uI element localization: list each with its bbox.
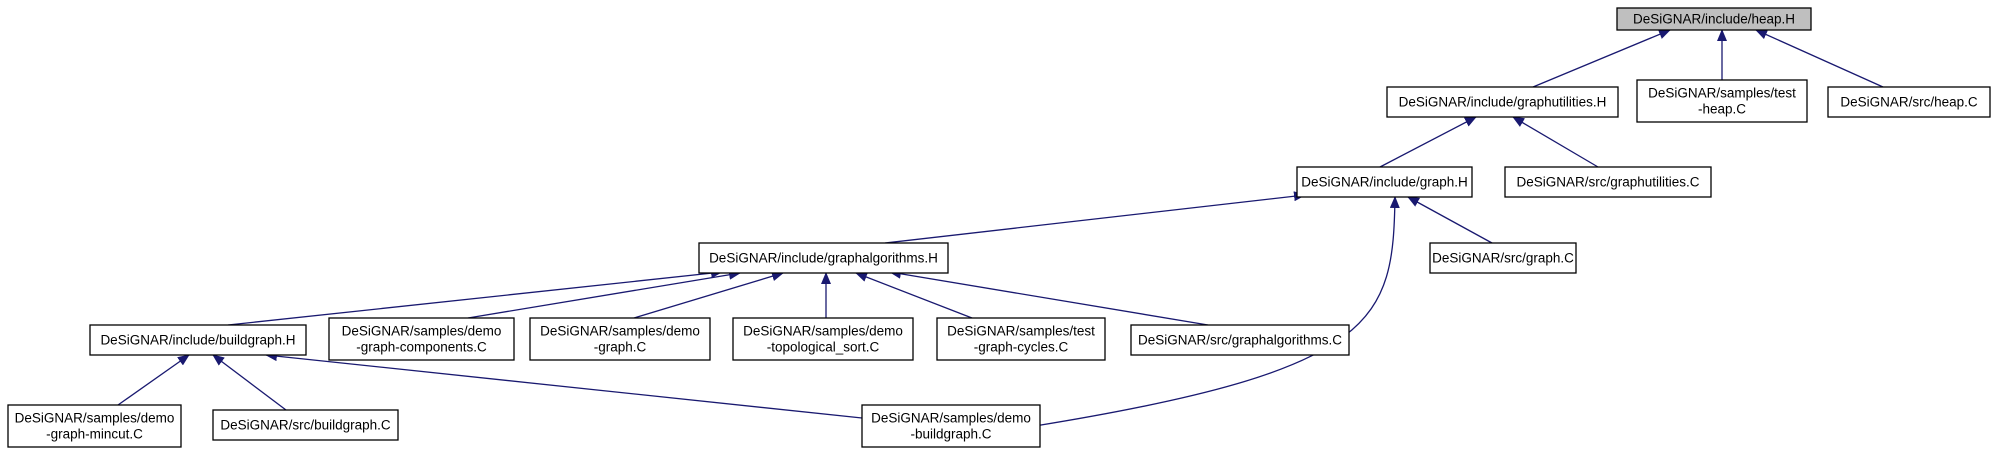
node-demo-topological-sort-c[interactable]: DeSiGNAR/samples/demo-topological_sort.C (732, 317, 914, 361)
edge-src_graph_c-to-graph_h (1407, 196, 1493, 244)
node-label: DeSiGNAR/src/buildgraph.C (220, 418, 391, 433)
edge-line (1512, 116, 1599, 168)
node-demo-graph-components-c[interactable]: DeSiGNAR/samples/demo-graph-components.C (328, 317, 515, 361)
node-box (1616, 7, 1812, 31)
edge-line (1379, 116, 1477, 168)
node-box (698, 242, 949, 274)
node-label: -graph.C (594, 340, 647, 355)
node-demo-graph-c[interactable]: DeSiGNAR/samples/demo-graph.C (529, 317, 711, 361)
node-box (89, 324, 307, 356)
node-graphalgorithms-h[interactable]: DeSiGNAR/include/graphalgorithms.H (698, 242, 949, 274)
node-box (212, 409, 399, 441)
node-label: -graph-components.C (356, 340, 487, 355)
edge-test_graph_cycles_c-to-graphalgorithms_h (855, 272, 973, 319)
edges-layer (117, 29, 1884, 427)
node-label: DeSiGNAR/src/graph.C (1432, 251, 1574, 266)
node-label: -graph-mincut.C (46, 427, 143, 442)
node-label: DeSiGNAR/src/heap.C (1840, 95, 1978, 110)
edge-line (265, 351, 863, 419)
node-label: DeSiGNAR/samples/demo (540, 324, 700, 339)
edge-line (227, 268, 723, 326)
node-box (1130, 324, 1350, 356)
node-box (1827, 86, 1991, 118)
node-box (1504, 166, 1712, 198)
node-test-heap-c[interactable]: DeSiGNAR/samples/test-heap.C (1636, 79, 1808, 123)
node-box (7, 404, 182, 448)
edge-line (467, 269, 741, 319)
node-label: DeSiGNAR/include/graphutilities.H (1399, 95, 1607, 110)
node-label: DeSiGNAR/samples/demo (743, 324, 903, 339)
node-label: DeSiGNAR/include/graph.H (1301, 175, 1468, 190)
node-box (1636, 79, 1808, 123)
edge-demo_graph_components_c-to-graphalgorithms_h (467, 269, 741, 319)
edge-demo_graph_mincut_c-to-buildgraph_h (117, 354, 190, 406)
edge-line (633, 271, 784, 319)
node-label: DeSiGNAR/src/graphutilities.C (1516, 175, 1699, 190)
edge-line (1755, 29, 1884, 88)
node-label: DeSiGNAR/samples/demo (15, 411, 175, 426)
node-buildgraph-h[interactable]: DeSiGNAR/include/buildgraph.H (89, 324, 307, 356)
node-test-graph-cycles-c[interactable]: DeSiGNAR/samples/test-graph-cycles.C (936, 317, 1106, 361)
node-demo-buildgraph-c[interactable]: DeSiGNAR/samples/demo-buildgraph.C (861, 404, 1041, 448)
edge-src_graphutilities_c-to-graphutilities_h (1512, 116, 1599, 168)
edge-line (212, 354, 287, 411)
node-label: -graph-cycles.C (974, 340, 1069, 355)
node-box (1386, 86, 1619, 118)
node-heap-h[interactable]: DeSiGNAR/include/heap.H (1616, 7, 1812, 31)
edge-line (1532, 29, 1671, 88)
node-box (328, 317, 515, 361)
edge-line (117, 354, 190, 406)
node-src-heap-c[interactable]: DeSiGNAR/src/heap.C (1827, 86, 1991, 118)
edge-graphalgorithms_h-to-graph_h (884, 191, 1306, 244)
edge-graph_h-to-graphutilities_h (1379, 116, 1477, 168)
node-box (1429, 242, 1577, 274)
edge-demo_buildgraph_c-to-buildgraph_h (265, 351, 863, 419)
node-label: -topological_sort.C (767, 340, 880, 355)
node-label: DeSiGNAR/include/graphalgorithms.H (709, 251, 938, 266)
edge-demo_graph_c-to-graphalgorithms_h (633, 271, 784, 319)
node-label: -buildgraph.C (910, 427, 991, 442)
edge-demo_buildgraph_c-to-graph_h (1034, 196, 1400, 427)
node-box (529, 317, 711, 361)
node-label: DeSiGNAR/samples/demo (342, 324, 502, 339)
edge-buildgraph_h-to-graphalgorithms_h (227, 268, 723, 326)
edge-src_heap_c-to-heap_h (1755, 29, 1884, 88)
edge-line (1034, 196, 1400, 427)
node-label: DeSiGNAR/samples/test (1648, 86, 1796, 101)
node-demo-graph-mincut-c[interactable]: DeSiGNAR/samples/demo-graph-mincut.C (7, 404, 182, 448)
edge-src_buildgraph_c-to-buildgraph_h (212, 354, 287, 411)
node-label: DeSiGNAR/include/buildgraph.H (100, 333, 295, 348)
node-src-buildgraph-c[interactable]: DeSiGNAR/src/buildgraph.C (212, 409, 399, 441)
node-label: -heap.C (1698, 102, 1746, 117)
node-graphutilities-h[interactable]: DeSiGNAR/include/graphutilities.H (1386, 86, 1619, 118)
edge-line (889, 268, 1209, 326)
edge-line (855, 272, 973, 319)
edge-src_graphalgorithms_c-to-graphalgorithms_h (889, 268, 1209, 326)
nodes-layer: DeSiGNAR/include/heap.H DeSiGNAR/include/… (7, 7, 1991, 448)
edge-line (884, 191, 1306, 244)
node-src-graph-c[interactable]: DeSiGNAR/src/graph.C (1429, 242, 1577, 274)
edge-line (1407, 196, 1493, 244)
node-graph-h[interactable]: DeSiGNAR/include/graph.H (1296, 166, 1473, 198)
node-src-graphalgorithms-c[interactable]: DeSiGNAR/src/graphalgorithms.C (1130, 324, 1350, 356)
node-box (732, 317, 914, 361)
node-label: DeSiGNAR/samples/demo (871, 411, 1031, 426)
node-label: DeSiGNAR/samples/test (947, 324, 1095, 339)
edge-graphutilities_h-to-heap_h (1532, 29, 1671, 88)
node-label: DeSiGNAR/src/graphalgorithms.C (1138, 333, 1342, 348)
node-box (861, 404, 1041, 448)
node-box (936, 317, 1106, 361)
node-src-graphutilities-c[interactable]: DeSiGNAR/src/graphutilities.C (1504, 166, 1712, 198)
node-box (1296, 166, 1473, 198)
node-label: DeSiGNAR/include/heap.H (1633, 12, 1795, 27)
